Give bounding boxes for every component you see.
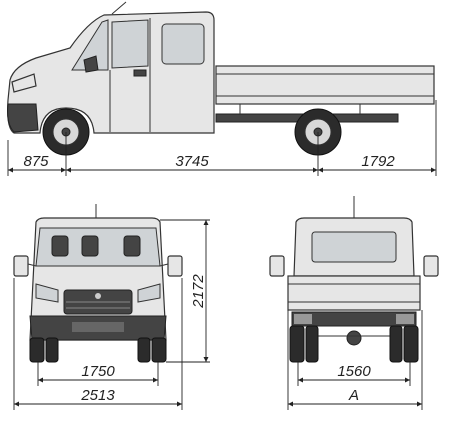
- antenna: [111, 1, 127, 15]
- mirror-arm-left: [27, 263, 37, 267]
- front-dimension-lines: [13, 219, 210, 410]
- rear-cab-window: [311, 231, 397, 263]
- cargo-bed: [215, 65, 435, 105]
- taillight-right: [396, 314, 414, 324]
- rear-tire-right-inner: [389, 325, 403, 363]
- rear-mirror-right: [423, 255, 439, 277]
- side-dimension-lines: [7, 100, 437, 176]
- rear-tire-right-outer: [403, 325, 419, 363]
- rear-overhang-label: 1792: [361, 153, 395, 170]
- front-view: 2172 1750 2513: [13, 204, 210, 410]
- width-label: 2513: [80, 387, 115, 404]
- side-headlight: [11, 73, 37, 93]
- headlight-right: [137, 283, 161, 303]
- front-tire-right-inner: [137, 337, 151, 363]
- brand-logo: [95, 293, 101, 299]
- rear-width-label: A: [348, 387, 359, 404]
- rear-tire-left-outer: [289, 325, 305, 363]
- rear-frame: [291, 311, 417, 327]
- side-mirror: [83, 55, 99, 73]
- front-track-label: 1750: [81, 363, 115, 380]
- rear-tire-left-inner: [305, 325, 319, 363]
- front-mirror-left: [13, 255, 29, 277]
- front-mirror-right: [167, 255, 183, 277]
- wheelbase-label: 3745: [175, 153, 209, 170]
- mirror-arm-right: [159, 263, 169, 267]
- side-bumper: [7, 103, 39, 133]
- lower-grille: [72, 322, 124, 332]
- rear-track-label: 1560: [337, 363, 371, 380]
- headlight-left: [35, 283, 59, 303]
- rear-mirror-left: [269, 255, 285, 277]
- rear-view: 1560 A: [269, 196, 439, 410]
- side-door-window: [111, 19, 149, 69]
- rear-tailgate: [287, 275, 421, 311]
- seat-left: [51, 235, 69, 257]
- seat-right: [123, 235, 141, 257]
- front-tire-left-inner: [45, 337, 59, 363]
- front-tire-left-outer: [29, 337, 45, 363]
- rear-dimension-lines: [287, 310, 423, 410]
- differential: [346, 330, 362, 346]
- taillight-left: [294, 314, 312, 324]
- seat-middle: [81, 235, 99, 257]
- front-tire-right-outer: [151, 337, 167, 363]
- side-view: 875 3745 1792: [7, 1, 437, 176]
- height-label: 2172: [190, 274, 207, 309]
- front-overhang-label: 875: [23, 153, 49, 170]
- side-rear-window: [161, 23, 205, 65]
- door-handle: [133, 69, 147, 77]
